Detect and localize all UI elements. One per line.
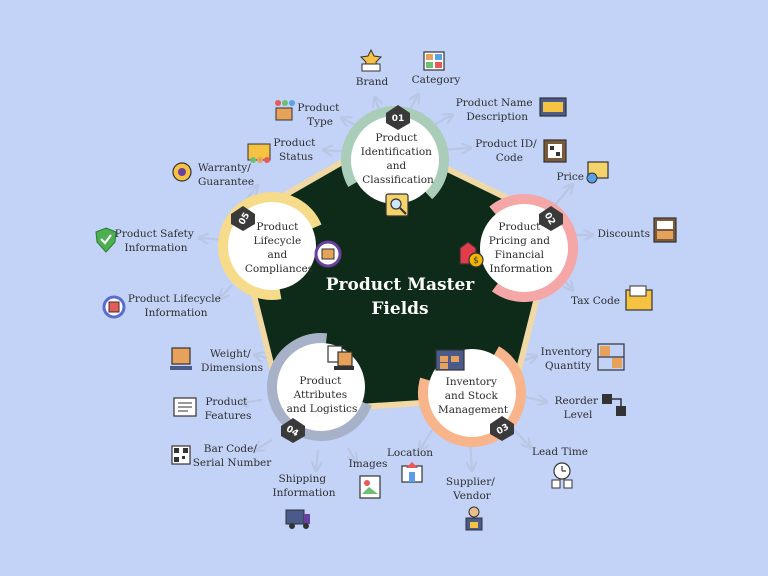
field-warranty-label: Warranty/ Guarantee [198,162,254,188]
section-icons: $ [314,193,484,371]
lifecycle-icon [102,295,126,319]
badges: 01 02 03 04 05 [231,105,563,443]
field-product-id-label: Product ID/ Code [475,138,540,164]
weight-icon [170,347,192,370]
section1-label: Product Identification and Classificatio… [361,132,436,186]
section-labels: Product Identification and Classificatio… [245,132,553,416]
field-lead-time-label: Lead Time [532,446,588,458]
section5-badge: 05 [231,206,255,231]
warranty-icon [172,162,192,182]
field-product-name-label: Product Name Description [456,97,536,123]
package-scale-icon [327,345,354,370]
section1-ring [341,106,449,214]
barcode-icon [171,445,191,465]
field-supplier-label: Supplier/ Vendor [446,476,498,502]
field-barcode-label: Bar Code/ Serial Number [193,443,273,469]
lifecycle-ring-icon [314,240,342,268]
section4-label: Product Attributes and Logistics [287,375,358,415]
section3-ring [418,339,526,447]
section3-badge: 03 [490,416,514,441]
svg-text:$: $ [473,256,479,266]
price-icon [586,161,609,184]
title-line-1: Product Master [326,275,476,295]
center-hub [218,106,578,447]
field-icons [95,48,677,531]
section4-badge: 04 [281,418,305,443]
magnifier-box-icon [385,193,409,217]
field-shipping-label: Shipping Information [272,473,335,499]
field-price-label: Price [556,171,584,183]
images-icon [359,475,381,499]
center-title: Product Master Fields [326,275,476,319]
section5-ring [218,192,326,300]
features-icon [173,397,197,417]
product-type-icon [275,100,295,121]
field-safety-label: Product Safety Information [115,228,197,254]
section1-badge: 01 [386,105,410,130]
field-brand-label: Brand [356,76,389,88]
section3-label: Inventory and Stock Management [438,376,509,416]
section2-badge: 02 [539,206,563,231]
brand-icon [359,48,383,72]
title-line-2: Fields [371,299,428,319]
inventory-quantity-icon [597,343,625,371]
section3-circle [428,349,516,437]
section1-circle [351,116,439,204]
field-reorder-level-label: Reorder Level [555,395,602,421]
section5-label: Product Lifecycle and Compliances [245,221,313,275]
field-features-label: Product Features [205,396,252,422]
field-lifecycle-label: Product Lifecycle Information [128,293,224,319]
field-tax-code-label: Tax Code [571,295,620,307]
field-discounts-label: Discounts [598,228,651,240]
product-id-icon [543,139,567,163]
field-category-label: Category [412,74,461,86]
discounts-icon [653,217,677,243]
safety-icon [95,227,117,253]
warehouse-icon [435,349,465,371]
shipping-icon [285,509,310,529]
supplier-icon [465,506,483,531]
price-tag-icon: $ [459,241,484,268]
location-icon [401,462,423,483]
section2-label: Product Pricing and Financial Informatio… [489,221,554,275]
field-location-label: Location [387,447,433,459]
tax-code-icon [625,285,653,311]
lead-time-icon [551,462,573,489]
product-status-icon [247,143,271,163]
field-weight-label: Weight/ Dimensions [201,348,263,374]
field-product-status-label: Product Status [273,137,318,163]
field-inventory-quantity-label: Inventory Quantity [541,346,596,372]
field-product-type-label: Product Type [297,102,342,128]
field-images-label: Images [349,458,388,470]
reorder-level-icon [602,394,626,416]
field-labels: Brand Category Product Name Description … [115,74,650,502]
category-icon [423,51,445,71]
product-name-icon [539,97,567,117]
svg-text:01: 01 [392,114,405,124]
